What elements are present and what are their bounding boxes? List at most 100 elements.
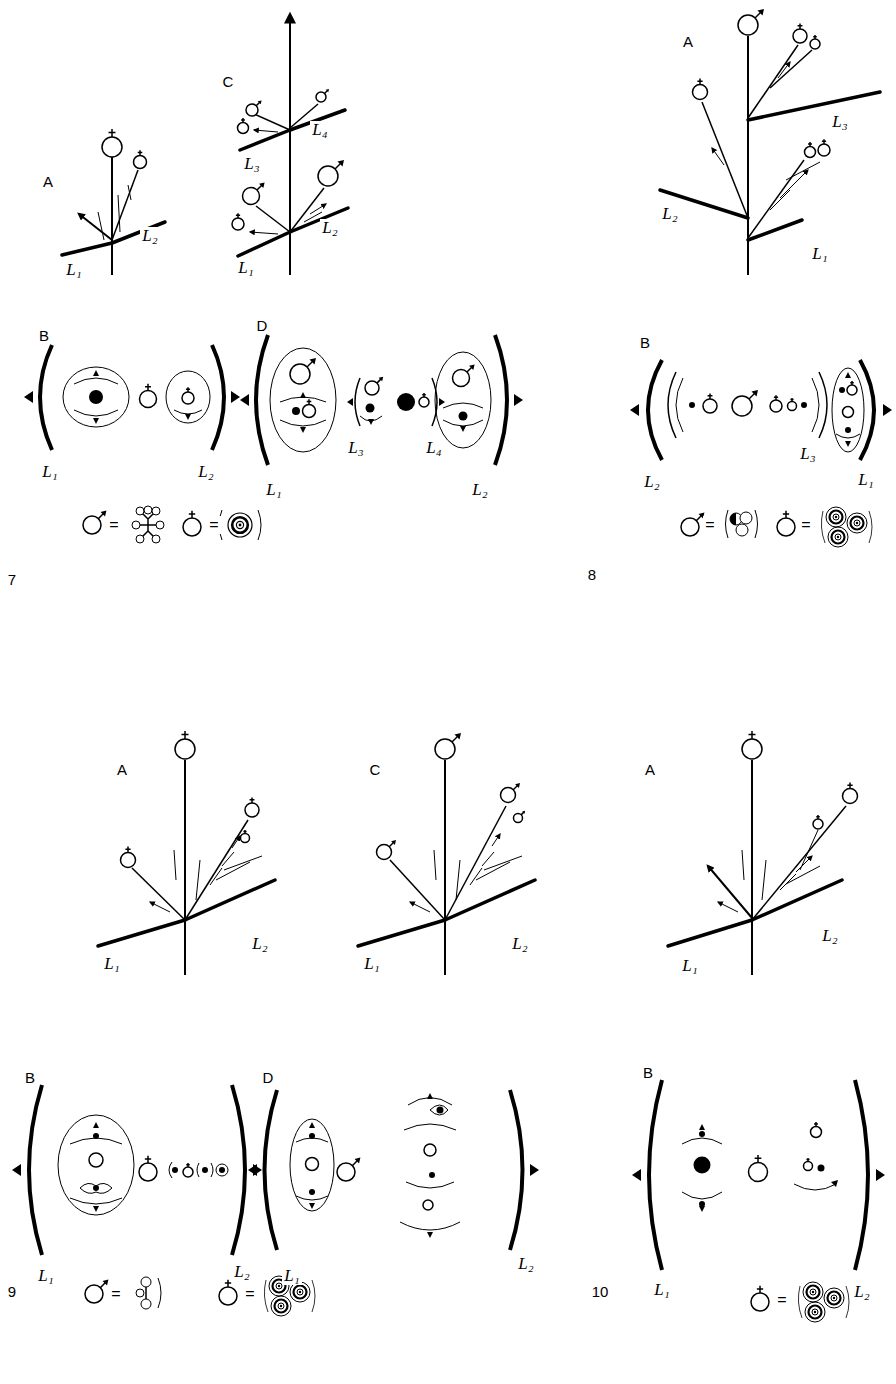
floral-diagram-part bbox=[400, 1222, 460, 1230]
floral-diagram-part bbox=[70, 1138, 122, 1144]
floral-diagram-part bbox=[89, 390, 103, 404]
floral-diagram-part bbox=[811, 1122, 822, 1137]
shoot-drawing bbox=[232, 14, 348, 275]
shoot-drawing-part bbox=[751, 760, 753, 975]
panel-letter: C bbox=[368, 762, 383, 779]
floral-diagram-part bbox=[296, 1196, 328, 1200]
shoot-drawing bbox=[660, 9, 880, 275]
shoot-drawing-part bbox=[174, 850, 200, 900]
floral-diagram-part bbox=[510, 1090, 523, 1250]
floral-diagram-part bbox=[831, 1180, 838, 1187]
panel-letter: B bbox=[23, 1070, 37, 1087]
floral-diagram-part bbox=[265, 1090, 278, 1250]
floral-diagram-part bbox=[530, 1164, 539, 1176]
shoot-drawing bbox=[358, 733, 535, 975]
floral-diagram-part bbox=[292, 407, 300, 415]
floral-diagram-part bbox=[832, 368, 864, 452]
shoot-drawing-part bbox=[241, 830, 250, 843]
leaf-label: L₁ bbox=[810, 245, 829, 264]
shoot-drawing-part bbox=[752, 806, 846, 920]
shoot-drawing-part bbox=[175, 731, 195, 759]
shoot-drawing-part bbox=[232, 213, 244, 230]
floral-diagram-part bbox=[74, 378, 118, 416]
shoot-drawing-part bbox=[134, 150, 147, 168]
floral-diagram-part bbox=[169, 1162, 172, 1178]
floral-diagram-part bbox=[703, 393, 717, 413]
shoot-drawing-part bbox=[121, 847, 136, 868]
floral-diagram-part bbox=[368, 419, 374, 425]
leaf-label: L₃ bbox=[798, 445, 817, 464]
shoot-drawing-part bbox=[770, 50, 812, 88]
shoot-drawing-part bbox=[238, 232, 290, 256]
shoot-drawing-part bbox=[290, 188, 324, 232]
floral-diagram-part bbox=[219, 510, 261, 540]
shoot-drawing-part bbox=[210, 836, 240, 885]
floral-diagram-part bbox=[83, 511, 106, 534]
leaf-label: L₁ bbox=[64, 261, 83, 280]
shoot-drawing-part bbox=[470, 834, 500, 885]
leaf-label: L₁ bbox=[362, 955, 381, 974]
figure-number: 9 bbox=[6, 1284, 18, 1301]
floral-diagram-part bbox=[141, 1299, 151, 1309]
shoot-drawing-part bbox=[377, 840, 397, 860]
shoot-drawing-part bbox=[444, 760, 446, 975]
leaf-label: L₂ bbox=[852, 1283, 871, 1302]
floral-diagram-part bbox=[699, 1124, 705, 1130]
floral-diagram-part bbox=[309, 1122, 315, 1128]
floral-diagram-part bbox=[365, 377, 383, 395]
floral-diagram-part bbox=[404, 1124, 456, 1130]
floral-diagram-part bbox=[303, 399, 316, 417]
shoot-drawing-part bbox=[390, 860, 445, 920]
floral-diagram-part bbox=[93, 418, 99, 424]
floral-diagram-part bbox=[423, 1200, 433, 1210]
shoot-drawing-part bbox=[434, 850, 460, 900]
floral-diagram-part bbox=[682, 1138, 722, 1199]
floral-diagram-part bbox=[29, 1085, 42, 1255]
floral-diagram-part bbox=[860, 360, 874, 460]
leaf-label: L₄ bbox=[310, 121, 329, 140]
shoot-drawing-part bbox=[112, 170, 138, 240]
equals-sign: = bbox=[107, 516, 120, 534]
leaf-label: L₁ bbox=[856, 471, 875, 490]
floral-diagram-part bbox=[459, 412, 468, 421]
leaf-label: L₁ bbox=[36, 1267, 55, 1286]
floral-diagram-part bbox=[185, 414, 191, 420]
floral-diagram-part bbox=[740, 512, 752, 524]
floral-diagram-part bbox=[58, 1115, 134, 1215]
shoot-drawing-part bbox=[250, 232, 278, 234]
leaf-label: L₄ bbox=[424, 439, 443, 458]
shoot-drawing-part bbox=[702, 102, 748, 218]
floral-diagram-part bbox=[443, 403, 483, 426]
floral-diagram-part bbox=[630, 404, 639, 416]
leaf-label: L₂ bbox=[660, 205, 679, 224]
floral-diagram-part bbox=[855, 1080, 868, 1270]
floral-diagram-part bbox=[174, 410, 202, 414]
shoot-drawing-part bbox=[289, 14, 291, 275]
figure-number: 7 bbox=[6, 572, 18, 589]
floral-diagram-part bbox=[139, 1156, 157, 1181]
floral-diagram-part bbox=[231, 391, 240, 403]
shoot-drawing-part bbox=[742, 731, 762, 759]
shoot-drawing-part bbox=[246, 100, 262, 116]
shoot-drawing-part bbox=[254, 114, 290, 130]
leaf-label: L₂ bbox=[820, 927, 839, 946]
floral-diagram-part bbox=[89, 1153, 103, 1167]
floral-diagram bbox=[632, 1080, 885, 1322]
floral-diagram-part bbox=[676, 378, 683, 432]
shoot-drawing-part bbox=[435, 733, 461, 759]
shoot-drawing-part bbox=[98, 185, 131, 240]
leaf-label: L₁ bbox=[652, 1281, 671, 1300]
floral-diagram-part bbox=[821, 507, 872, 547]
leaf-label: L₂ bbox=[140, 227, 159, 246]
leaf-label: L₂ bbox=[642, 473, 661, 492]
floral-diagram-part bbox=[63, 367, 129, 427]
floral-diagram-part bbox=[732, 390, 758, 416]
leaf-label: L₂ bbox=[232, 1263, 251, 1282]
floral-diagram-part bbox=[93, 370, 99, 376]
floral-diagram-part bbox=[419, 393, 429, 407]
floral-diagram-part bbox=[514, 394, 523, 406]
floral-diagram-part bbox=[355, 378, 360, 426]
floral-diagram-part bbox=[219, 1167, 225, 1173]
shoot-drawing-part bbox=[185, 820, 248, 920]
